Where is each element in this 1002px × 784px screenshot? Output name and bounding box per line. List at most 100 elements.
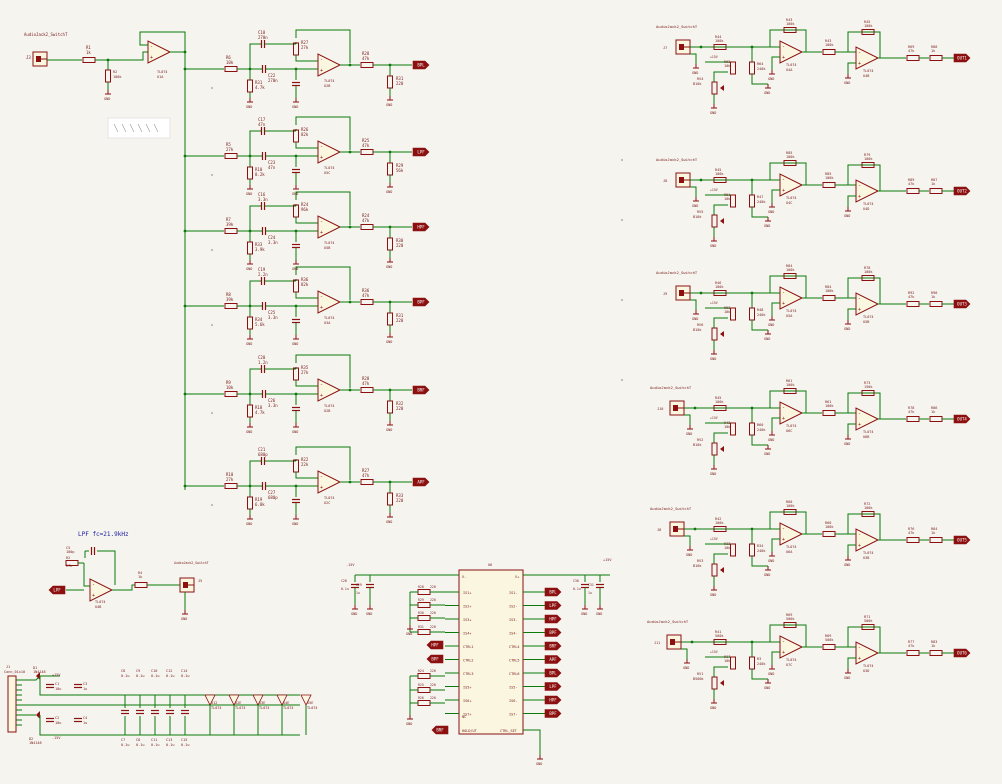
- component-label: TL074: [863, 315, 874, 319]
- component-label: IS4-: [509, 632, 517, 636]
- u6-bypass-cap: [596, 583, 604, 589]
- component-label: R48: [757, 308, 763, 312]
- filter-stage-6-series-cap: [261, 482, 267, 490]
- component-label: R34: [255, 317, 263, 322]
- input-buffer-opamp: -+: [147, 40, 172, 64]
- svg-text:+: +: [858, 61, 861, 67]
- component-label: IS6+: [463, 699, 471, 703]
- component-label: J5: [198, 579, 202, 583]
- ground-icon: [693, 310, 699, 315]
- u6-input-resistor: [417, 615, 431, 621]
- ground-icon: [765, 217, 771, 222]
- wire: [769, 390, 802, 408]
- junction-dot: [183, 67, 187, 71]
- svg-text:+: +: [320, 155, 323, 161]
- ground-icon: [845, 74, 851, 79]
- ground-icon: [687, 425, 693, 430]
- component-label: R41: [715, 630, 721, 634]
- wire: [771, 302, 780, 316]
- ground-icon: [247, 335, 253, 340]
- wire: [796, 275, 807, 298]
- component-label: U2B: [324, 84, 330, 88]
- filter-stage-5-feedback-resistor: [293, 367, 299, 381]
- wire: [847, 657, 856, 669]
- component-label: C26: [268, 398, 276, 403]
- thumbnail-trace: [137, 123, 143, 133]
- component-label: 220: [396, 406, 404, 411]
- component-label: R26: [301, 127, 309, 132]
- component-label: C12: [166, 669, 172, 673]
- component-label: 220: [396, 498, 404, 503]
- filter-stage-4-gnd-cap: [292, 318, 300, 324]
- wire: [847, 31, 881, 58]
- net-label-flag: BRF: [544, 641, 562, 651]
- filter-stage-6-gnd-resistor: [247, 496, 253, 510]
- component-label: IS1-: [509, 591, 517, 595]
- component-label: 39k: [226, 222, 234, 227]
- component-label: 100k: [864, 24, 873, 28]
- ground-label: GND: [844, 442, 850, 446]
- component-label: TL074: [786, 424, 797, 428]
- ground-label: GND: [844, 327, 850, 331]
- component-label: U4E: [283, 701, 289, 705]
- mixer-channel-6-bias-resistor: [749, 656, 755, 670]
- component-label: R18: [255, 405, 263, 410]
- component-label: 47k: [908, 295, 915, 299]
- ground-label: GND: [386, 103, 392, 107]
- component-label: 270n: [268, 78, 278, 83]
- svg-text:-: -: [858, 645, 861, 651]
- net-label-flag: HPF: [544, 695, 562, 705]
- wire: [713, 317, 728, 328]
- component-label: CTRL2: [463, 659, 474, 663]
- filter-stage-6-opamp: -+: [317, 470, 342, 494]
- ground-label: GND: [768, 77, 774, 81]
- ground-icon: [769, 552, 775, 557]
- component-label: C14: [181, 669, 187, 673]
- mixer-channel-1-divider-resistor: [730, 61, 736, 75]
- component-label: TL074: [786, 309, 797, 313]
- component-label: U5B: [863, 320, 869, 324]
- component-label: U4B: [863, 74, 869, 78]
- component-label: R19: [255, 497, 263, 502]
- component-label: C19: [258, 267, 266, 272]
- ground-label: GND: [764, 224, 770, 228]
- mixer-channel-6-second-feedback-resistor: [861, 624, 875, 630]
- component-label: TL074: [211, 706, 222, 710]
- power-opamp-symbol: [252, 694, 264, 706]
- component-label: C30: [573, 579, 579, 583]
- component-label: TL074: [863, 664, 874, 668]
- wire: [847, 62, 856, 74]
- component-label: 82k: [301, 132, 309, 137]
- svg-text:-: -: [320, 57, 323, 63]
- net-label-text: HPF: [549, 698, 557, 703]
- mixer-channel-3-first-opamp: -+: [779, 286, 804, 310]
- wire: [295, 142, 318, 149]
- mixer-channel-1-output-resistor: [906, 55, 920, 61]
- component-label: 500k: [715, 634, 724, 638]
- component-label: 100k: [786, 268, 795, 272]
- component-label: C15: [181, 738, 187, 742]
- component-label: RV4: [697, 77, 703, 81]
- pin-mark: [211, 412, 213, 414]
- component-label: 100k: [715, 400, 724, 404]
- component-label: 96k: [301, 207, 309, 212]
- svg-text:+: +: [782, 416, 785, 422]
- component-label: R61: [786, 379, 792, 383]
- component-label: 240k: [757, 200, 766, 204]
- wire: [295, 29, 351, 63]
- net-label-flag: APF: [544, 655, 562, 664]
- component-label: R33: [255, 242, 263, 247]
- component-label: U2B: [324, 409, 330, 413]
- component-label: 1k: [86, 50, 91, 55]
- component-label: R47: [757, 195, 763, 199]
- ground-label: GND: [246, 342, 252, 346]
- component-label: 240k: [757, 549, 766, 553]
- component-label: 100k: [825, 43, 834, 47]
- component-label: -15V: [52, 736, 61, 740]
- ground-icon: [711, 699, 717, 704]
- junction-dot: [183, 484, 187, 488]
- ground-icon: [693, 64, 699, 69]
- component-label: C17: [258, 117, 266, 122]
- component-label: R87: [931, 178, 937, 182]
- wire: [751, 320, 768, 331]
